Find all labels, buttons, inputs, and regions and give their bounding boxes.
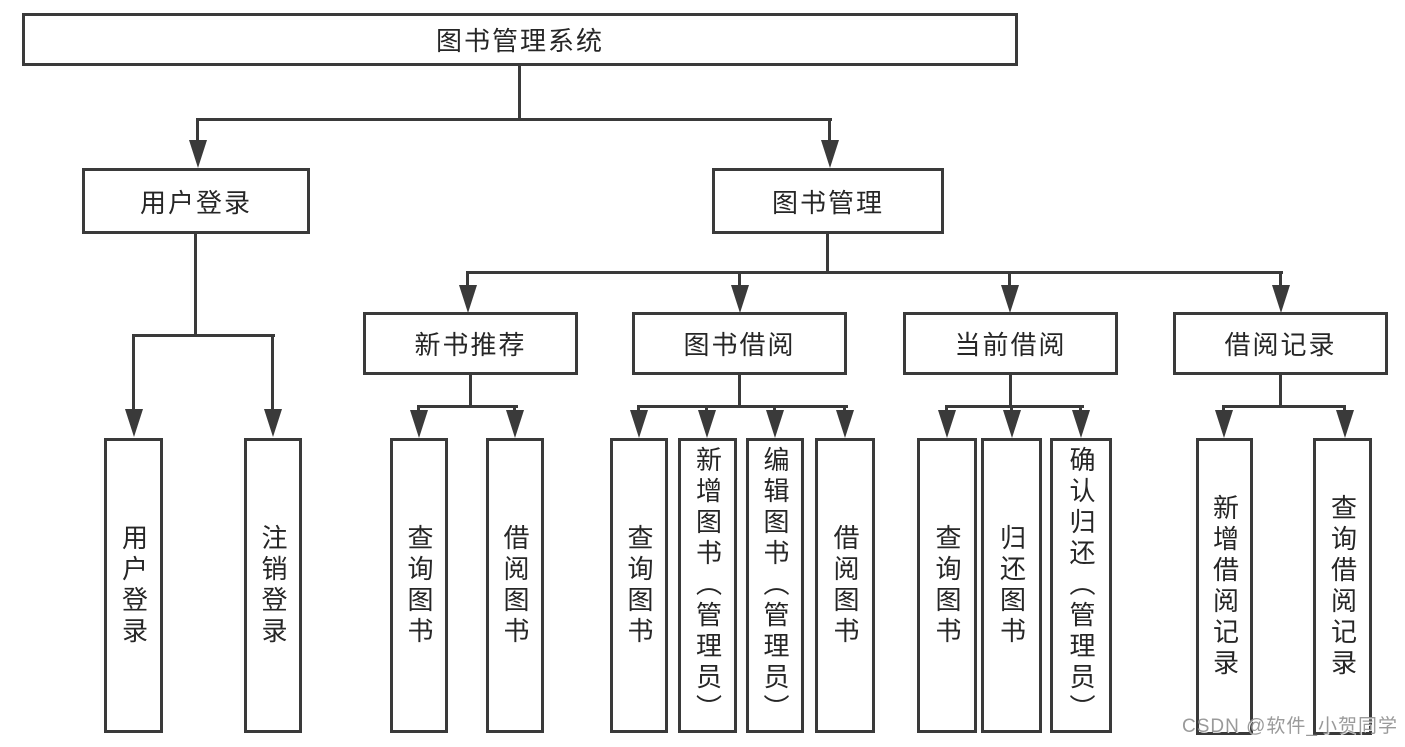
connector-line <box>196 118 199 145</box>
connector-line <box>196 118 832 121</box>
arrowhead-down-icon <box>1272 285 1290 313</box>
leaf-query-books: 查询图书 <box>390 438 448 733</box>
connector-line <box>518 66 521 121</box>
arrowhead-down-icon <box>264 409 282 437</box>
connector-line <box>1009 375 1012 408</box>
connector-line <box>469 375 472 408</box>
arrowhead-down-icon <box>506 410 524 438</box>
connector-line <box>738 375 741 408</box>
leaf-add-borrow-record: 新增借阅记录 <box>1196 438 1253 735</box>
arrowhead-down-icon <box>698 410 716 438</box>
leaf-edit-books-admin: 编辑图书（管理员） <box>746 438 804 733</box>
connector-line <box>637 405 848 408</box>
leaf-confirm-return-admin: 确认归还（管理员） <box>1050 438 1112 733</box>
arrowhead-down-icon <box>766 410 784 438</box>
connector-line <box>466 271 469 289</box>
connector-line <box>1279 271 1282 289</box>
arrowhead-down-icon <box>821 140 839 168</box>
node-user-login: 用户登录 <box>82 168 310 234</box>
connector-line <box>1008 271 1011 289</box>
leaf-logout: 注销登录 <box>244 438 302 733</box>
connector-line <box>132 334 275 337</box>
leaf-query-borrow-record: 查询借阅记录 <box>1313 438 1372 735</box>
csdn-watermark: CSDN @软件_小贺同学 <box>1182 716 1398 737</box>
arrowhead-down-icon <box>1003 410 1021 438</box>
connector-line <box>1279 375 1282 408</box>
node-new-book-recommend: 新书推荐 <box>363 312 578 375</box>
arrowhead-down-icon <box>1336 410 1354 438</box>
connector-line <box>417 405 518 408</box>
node-root: 图书管理系统 <box>22 13 1018 66</box>
arrowhead-down-icon <box>125 409 143 437</box>
leaf-borrow-books: 借阅图书 <box>815 438 875 733</box>
node-book-borrow: 图书借阅 <box>632 312 847 375</box>
connector-line <box>271 334 274 412</box>
connector-line <box>828 118 831 145</box>
arrowhead-down-icon <box>938 410 956 438</box>
leaf-user-login: 用户登录 <box>104 438 163 733</box>
connector-line <box>194 234 197 337</box>
arrowhead-down-icon <box>1215 410 1233 438</box>
arrowhead-down-icon <box>1072 410 1090 438</box>
arrowhead-down-icon <box>836 410 854 438</box>
connector-line <box>738 271 741 289</box>
arrowhead-down-icon <box>189 140 207 168</box>
node-borrow-record: 借阅记录 <box>1173 312 1388 375</box>
leaf-query-books: 查询图书 <box>917 438 977 733</box>
leaf-query-books: 查询图书 <box>610 438 668 733</box>
leaf-return-books: 归还图书 <box>981 438 1042 733</box>
arrowhead-down-icon <box>410 410 428 438</box>
node-current-borrow: 当前借阅 <box>903 312 1118 375</box>
leaf-borrow-books: 借阅图书 <box>486 438 544 733</box>
arrowhead-down-icon <box>731 285 749 313</box>
connector-line <box>466 271 1283 274</box>
connector-line <box>132 334 135 412</box>
arrowhead-down-icon <box>459 285 477 313</box>
connector-line <box>945 405 1084 408</box>
arrowhead-down-icon <box>1001 285 1019 313</box>
connector-line <box>826 234 829 274</box>
leaf-add-books-admin: 新增图书（管理员） <box>678 438 737 733</box>
arrowhead-down-icon <box>630 410 648 438</box>
connector-line <box>1222 405 1346 408</box>
node-book-management: 图书管理 <box>712 168 944 234</box>
